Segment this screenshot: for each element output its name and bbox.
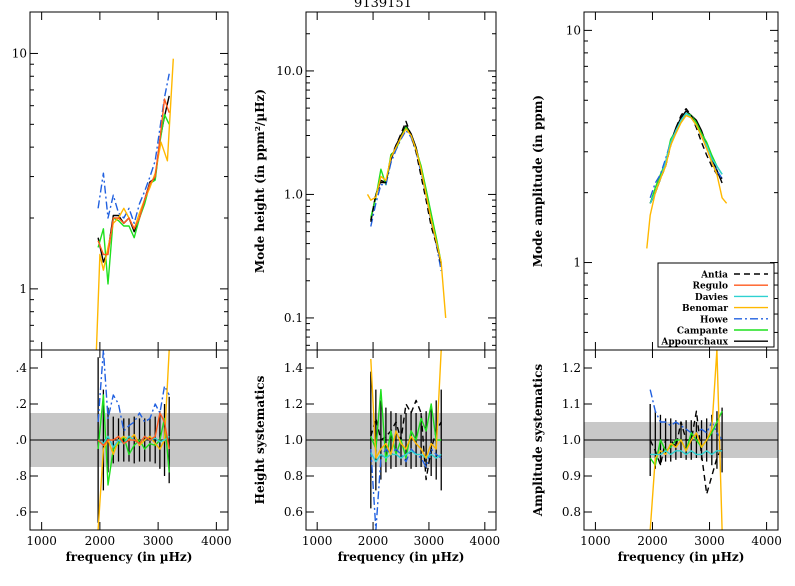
- legend-label: Campante: [677, 327, 728, 337]
- x-tick-label: 3000: [414, 534, 445, 548]
- series-line-regulo: [97, 98, 170, 256]
- y-tick-label: 1.2: [562, 361, 581, 375]
- x-axis-label: frequency (in µHz): [338, 550, 465, 564]
- legend-label: Appourchaux: [660, 338, 728, 348]
- plot-area: [30, 350, 228, 530]
- series-line-appourchaux: [370, 124, 442, 265]
- y-tick-label: .6: [16, 505, 27, 519]
- plot-area: [95, 58, 174, 350]
- series-line-campante: [97, 394, 170, 486]
- y-tick-label: .0: [16, 433, 27, 447]
- panel-right-bottom: 0.8 0.9 1.0 1.1 1.2 1000 2000 3000 4000 frequency…: [531, 349, 782, 564]
- legend-label: Antia: [700, 271, 728, 281]
- series-line-benomar: [366, 128, 447, 318]
- y-axis-label: Mode amplitude (in ppm): [531, 95, 545, 267]
- series-line-davies: [370, 450, 442, 463]
- x-axis-label: frequency (in µHz): [66, 550, 193, 564]
- y-tick-label: 0.8: [284, 469, 303, 483]
- y-tick-label: 1: [573, 256, 581, 270]
- x-tick-label: 4000: [751, 534, 782, 548]
- series-line-antia: [370, 120, 442, 265]
- series-line-benomar: [95, 58, 174, 350]
- series-line-davies: [649, 112, 723, 204]
- plot-area: [584, 350, 778, 530]
- legend: AntiaReguloDaviesBenomarHoweCampanteAppo…: [657, 262, 775, 348]
- series-line-regulo: [97, 412, 170, 450]
- series-line-howe: [97, 73, 170, 225]
- y-tick-label: 0.1: [284, 311, 303, 325]
- series-line-benomar: [649, 350, 723, 530]
- series-line-davies: [650, 450, 723, 456]
- x-tick-label: 1000: [26, 534, 57, 548]
- y-tick-label: 10: [566, 23, 581, 37]
- y-tick-label: 1.0: [562, 433, 581, 447]
- y-tick-label: 1.0: [284, 187, 303, 201]
- x-tick-label: 2000: [358, 534, 389, 548]
- plot-area: [646, 107, 728, 249]
- y-tick-label: 1.0: [284, 433, 303, 447]
- axes-frame: [29, 11, 229, 351]
- panel-mid-bottom: 0.6 0.8 1.0 1.2 1.4 1000 2000 3000 4000 frequency…: [253, 349, 501, 564]
- panel-left-top: 1 10: [12, 11, 229, 351]
- y-tick-label: .8: [16, 469, 27, 483]
- y-tick-label: 1.1: [562, 397, 581, 411]
- y-tick-label: 0.9: [562, 469, 581, 483]
- x-tick-label: 3000: [143, 534, 174, 548]
- x-tick-label: 2000: [637, 534, 668, 548]
- panel-left-bottom: .6 .8 .0 .2 .4 1000 2000 3000 4000 frequency (in …: [16, 349, 232, 564]
- figure-title: 9139151: [354, 0, 412, 11]
- legend-label: Regulo: [693, 282, 728, 292]
- y-tick-label: .2: [16, 397, 27, 411]
- y-tick-label: 0.6: [284, 505, 303, 519]
- x-tick-label: 4000: [470, 534, 501, 548]
- x-tick-label: 1000: [580, 534, 611, 548]
- series-line-benomar: [370, 350, 442, 459]
- x-axis-label: frequency (in µHz): [618, 550, 745, 564]
- series-line-campante: [370, 126, 442, 263]
- legend-label: Benomar: [682, 304, 728, 314]
- legend-label: Howe: [700, 315, 728, 325]
- y-tick-label: 1.4: [284, 361, 303, 375]
- y-axis-label: Height systematics: [253, 375, 267, 504]
- series-line-antia: [649, 410, 723, 495]
- legend-box: [657, 262, 775, 348]
- x-tick-label: 3000: [694, 534, 725, 548]
- series-line-howe: [370, 129, 442, 272]
- y-tick-label: 1.2: [284, 397, 303, 411]
- y-tick-label: 10: [12, 46, 27, 60]
- y-tick-label: 10.0: [276, 64, 303, 78]
- x-tick-label: 4000: [201, 534, 232, 548]
- series-line-antia: [370, 399, 442, 481]
- series-line-howe: [97, 350, 170, 432]
- series-line-campante: [370, 388, 442, 463]
- legend-label: Davies: [695, 293, 728, 303]
- series-line-benomar: [97, 350, 170, 530]
- plot-area: [366, 120, 447, 318]
- axes-frame: [305, 11, 497, 351]
- plot-area: [306, 350, 496, 530]
- y-tick-label: 1: [19, 282, 27, 296]
- x-tick-label: 1000: [302, 534, 333, 548]
- series-line-benomar: [646, 114, 728, 249]
- y-axis-label: Mode height (in ppm²/µHz): [253, 89, 267, 273]
- series-line-howe: [649, 389, 723, 441]
- x-tick-label: 2000: [85, 534, 116, 548]
- y-tick-label: 0.8: [562, 505, 581, 519]
- y-tick-label: .4: [16, 361, 28, 375]
- y-axis-label: Amplitude systematics: [531, 364, 545, 518]
